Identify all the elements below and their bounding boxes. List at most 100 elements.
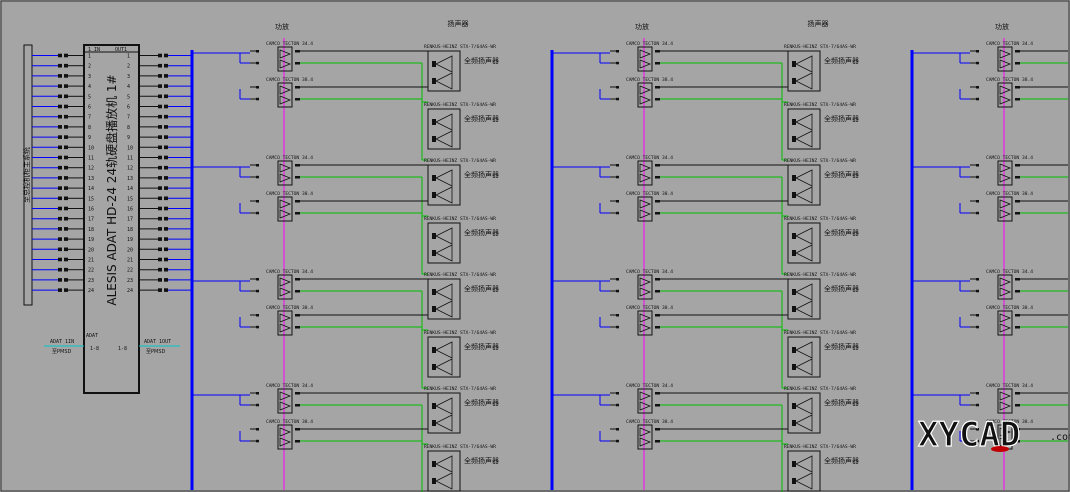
amp-triangle (639, 287, 652, 297)
hd24-recorder: 1 IN OUT1 ALESIS ADAT HD-24 24轨硬盘播放机 1# … (83, 44, 140, 394)
speaker-driver (795, 414, 813, 432)
amp-box (637, 388, 653, 414)
speaker-driver (435, 414, 453, 432)
input-connector (64, 53, 68, 58)
amp-output-terminal (295, 50, 300, 53)
channel-number-out: 22 (127, 268, 133, 274)
channel-number-out: 24 (127, 288, 133, 294)
speaker-header: 扬声器 (448, 19, 469, 28)
channel-number-in: 19 (88, 237, 94, 243)
amp-output-terminal (295, 278, 300, 281)
output-connector (164, 165, 168, 170)
output-connector (158, 94, 162, 99)
input-connector (58, 145, 62, 150)
amp-input-terminal (256, 392, 259, 395)
speaker-model-label: RENKUS-HEINZ STX-7/64AS-WR (784, 216, 856, 222)
speaker-driver-magnet (432, 175, 436, 181)
input-connector (58, 247, 62, 252)
speaker-box (427, 164, 461, 206)
amp-triangle (279, 313, 292, 323)
amp-output-terminal (1015, 392, 1020, 395)
speaker-box (427, 336, 461, 378)
amp-input-terminal (616, 175, 619, 179)
speaker-driver (435, 72, 453, 90)
amp-output-terminal (655, 404, 660, 407)
output-connector (158, 237, 162, 241)
amp-output-terminal (295, 62, 300, 65)
speaker-header: 扬声器 (808, 19, 829, 28)
output-connector (158, 257, 162, 262)
speaker-box (787, 278, 821, 320)
amp-input-terminal (976, 314, 979, 317)
channel-number-out: 9 (127, 135, 130, 141)
speaker-driver (795, 300, 813, 318)
amp-model-label: CAMCO TECTON 34.4 (626, 41, 673, 47)
input-connector (64, 94, 68, 99)
amp-triangle (279, 401, 292, 411)
speaker-driver (435, 397, 453, 415)
amp-triangle (279, 59, 292, 69)
speaker-driver-magnet (792, 478, 796, 484)
amp-output-terminal (655, 392, 660, 395)
amp-model-label: CAMCO TECTON 38.4 (986, 77, 1033, 83)
amp-input-terminal (616, 325, 619, 329)
speaker-model-label: RENKUS-HEINZ STX-7/64AS-WR (424, 330, 496, 336)
speaker-model-label: RENKUS-HEINZ STX-7/64AS-WR (424, 216, 496, 222)
channel-number-out: 20 (127, 247, 133, 253)
amp-output-terminal (1015, 86, 1020, 89)
amp-header: 功放 (275, 22, 289, 31)
amp-triangle (279, 209, 292, 219)
input-connector (64, 155, 68, 160)
amp-triangle (999, 277, 1012, 287)
amp-triangle (639, 277, 652, 287)
amp-triangle (639, 437, 652, 447)
amp-box (997, 46, 1013, 72)
speaker-box (787, 50, 821, 92)
column-2: 功放扬声器CAMCO TECTON 34.4CAMCO TECTON 38.4R… (550, 19, 859, 492)
speaker-driver (435, 455, 453, 473)
output-connector (158, 74, 162, 78)
output-connector (158, 63, 162, 68)
output-connector (164, 216, 168, 221)
input-connector (64, 278, 68, 282)
amp-input-terminal (256, 325, 259, 329)
speaker-driver (795, 472, 813, 490)
output-connector (164, 267, 168, 272)
amp-triangle (279, 173, 292, 183)
output-connector (164, 237, 168, 241)
amp-output-terminal (1015, 176, 1020, 179)
amp-input-terminal (616, 164, 619, 167)
speaker-type-label: 全频扬声器 (824, 398, 859, 407)
speaker-model-label: RENKUS-HEINZ STX-7/64AS-WR (424, 386, 496, 392)
speaker-driver-magnet (432, 136, 436, 142)
speaker-box (427, 108, 461, 150)
input-connector (58, 135, 62, 139)
input-connector (64, 216, 68, 221)
output-connector (164, 53, 168, 58)
amp-input-terminal (976, 200, 979, 203)
amp-output-terminal (1015, 278, 1020, 281)
amp-input-terminal (256, 403, 259, 407)
channel-number-out: 23 (127, 278, 133, 284)
amp-triangle (639, 199, 652, 209)
amp-input-terminal (976, 164, 979, 167)
input-connector (64, 267, 68, 272)
speaker-driver-magnet (792, 403, 796, 409)
amp-model-label: CAMCO TECTON 38.4 (266, 419, 313, 425)
speaker-type-label: 全频扬声器 (464, 284, 499, 293)
amp-model-label: CAMCO TECTON 34.4 (626, 383, 673, 389)
speaker-driver-magnet (432, 347, 436, 353)
speaker-box (787, 222, 821, 264)
input-connector (58, 186, 62, 190)
input-connector (58, 114, 62, 119)
output-connector (164, 145, 168, 150)
amp-box (277, 196, 293, 222)
amp-output-terminal (1015, 200, 1020, 203)
output-connector (158, 216, 162, 221)
speaker-driver (435, 227, 453, 245)
channel-number-in: 20 (88, 247, 94, 253)
channel-number-in: 1 (88, 54, 91, 60)
amp-output-terminal (655, 278, 660, 281)
